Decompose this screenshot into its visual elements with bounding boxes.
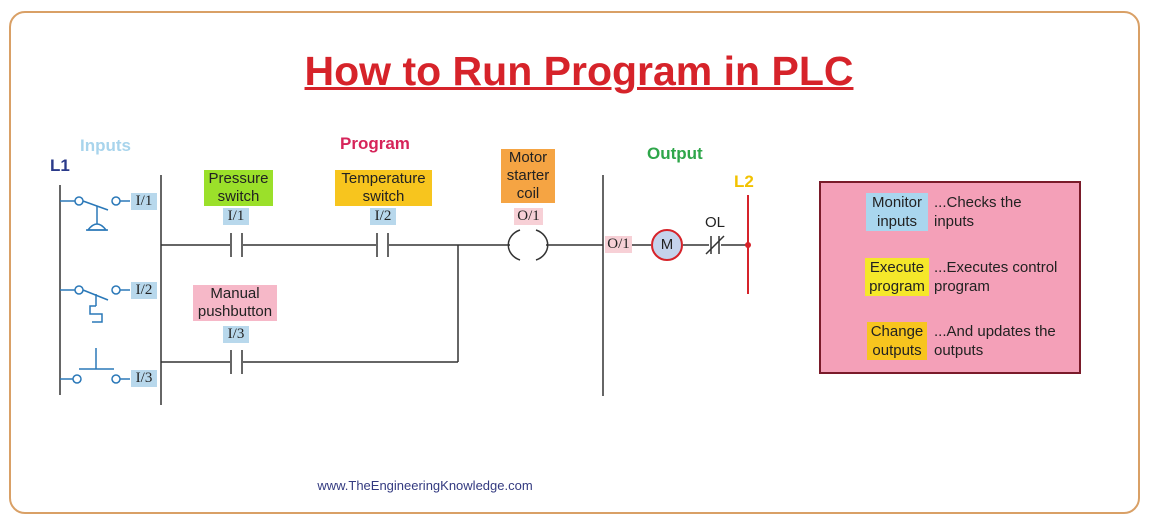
output-tag: O/1 [605, 236, 632, 253]
rung-1 [161, 229, 603, 261]
monitor-inputs-description: ...Checks the inputs [934, 194, 1022, 230]
manual-pushbutton-label: Manual pushbutton [193, 285, 277, 321]
l2-label: L2 [734, 172, 754, 191]
output-heading: Output [647, 144, 703, 163]
input-pushbutton-symbol [60, 348, 130, 384]
output-rung [632, 235, 748, 255]
footer-website: www.TheEngineeringKnowledge.com [317, 478, 533, 493]
coil-tag: O/1 [514, 208, 543, 225]
inputs-heading: Inputs [80, 136, 131, 155]
program-heading: Program [340, 134, 410, 153]
input-pressure-switch-symbol [60, 196, 130, 231]
input-tag-3: I/3 [131, 370, 157, 387]
motor-label: M [660, 236, 674, 253]
change-outputs-description: ...And updates the outputs [934, 323, 1056, 359]
temperature-switch-label: Temperature switch [335, 170, 432, 206]
overload-label: OL [704, 214, 725, 231]
input-tag-2: I/2 [131, 282, 157, 299]
change-outputs-step: Change outputs [867, 322, 927, 360]
temperature-switch-tag: I/2 [370, 208, 396, 225]
monitor-inputs-step: Monitor inputs [866, 193, 928, 231]
manual-pushbutton-tag: I/3 [223, 326, 249, 343]
execute-program-description: ...Executes control program [934, 259, 1058, 295]
input-tag-1: I/1 [131, 193, 157, 210]
execute-program-step: Execute program [865, 258, 929, 296]
pressure-switch-tag: I/1 [223, 208, 249, 225]
scan-cycle-box [819, 181, 1081, 374]
rung-2-branch [161, 245, 459, 374]
motor-symbol [651, 229, 683, 261]
pressure-switch-label: Pressure switch [204, 170, 273, 206]
l1-label: L1 [50, 156, 70, 175]
page-frame [9, 11, 1140, 514]
input-temperature-switch-symbol [60, 285, 130, 323]
l2-junction-dot [745, 242, 751, 248]
motor-starter-coil-label: Motor starter coil [501, 149, 555, 203]
page-title: How to Run Program in PLC [304, 48, 854, 94]
